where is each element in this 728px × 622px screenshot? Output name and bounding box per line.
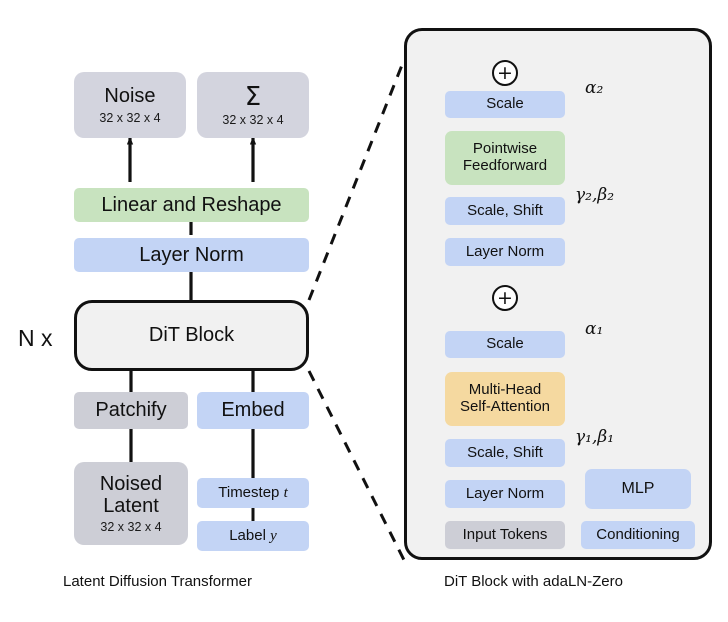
noised-latent-box: Noised Latent 32 x 32 x 4 — [74, 462, 188, 545]
plus-icon-top: + — [497, 61, 513, 84]
layer-norm-box-left: Layer Norm — [74, 238, 309, 272]
noise-shape: 32 x 32 x 4 — [99, 110, 161, 125]
linear-and-reshape-label: Linear and Reshape — [101, 193, 282, 216]
patchify-label: Patchify — [95, 399, 167, 422]
layer-norm-label-left: Layer Norm — [139, 243, 244, 266]
mhsa-line2: Self-Attention — [459, 398, 551, 415]
scale-box-bottom: Scale — [445, 331, 565, 358]
timestep-variable: t — [283, 484, 288, 501]
scale-shift-label-top: Scale, Shift — [467, 201, 543, 219]
repeat-count-label: N x — [18, 325, 53, 351]
scale-shift-box-bottom: Scale, Shift — [445, 439, 565, 467]
mlp-box: MLP — [585, 469, 691, 509]
layer-norm-label-bottom: Layer Norm — [465, 484, 545, 502]
residual-add-top: + — [492, 60, 518, 86]
sigma-shape: 32 x 32 x 4 — [222, 112, 284, 127]
layer-norm-box-top: Layer Norm — [445, 238, 565, 266]
scale-shift-label-bottom: Scale, Shift — [467, 443, 543, 461]
input-tokens-label: Input Tokens — [462, 525, 548, 543]
timestep-label-row: Timestep t — [218, 483, 288, 502]
left-caption: Latent Diffusion Transformer — [63, 573, 252, 590]
right-caption: DiT Block with adaLN-Zero — [444, 573, 623, 590]
conditioning-label: Conditioning — [596, 525, 680, 543]
alpha1-annotation: α₁ — [585, 319, 604, 339]
multi-head-self-attention-box: Multi-Head Self-Attention — [445, 372, 565, 426]
noised-latent-label-line2: Latent — [103, 495, 159, 517]
linear-and-reshape-box: Linear and Reshape — [74, 188, 309, 222]
noised-latent-label-line1: Noised — [99, 472, 163, 495]
noised-latent-shape: 32 x 32 x 4 — [100, 520, 162, 535]
dit-block-label: DiT Block — [148, 324, 235, 347]
gamma1-beta1-annotation: γ₁,β₁ — [575, 427, 615, 447]
sigma-box: Σ 32 x 32 x 4 — [197, 72, 309, 138]
scale-box-top: Scale — [445, 91, 565, 118]
timestep-box: Timestep t — [197, 478, 309, 508]
dit-block-box: DiT Block — [74, 300, 309, 371]
layer-norm-box-bottom: Layer Norm — [445, 480, 565, 508]
pointwise-feedforward-line2: Feedforward — [462, 157, 548, 174]
label-y-row: Label y — [229, 526, 277, 545]
layer-norm-label-top: Layer Norm — [465, 242, 545, 260]
label-y-variable: y — [270, 527, 277, 544]
label-y-label: Label — [229, 526, 266, 544]
label-y-box: Label y — [197, 521, 309, 551]
noise-label: Noise — [104, 85, 156, 108]
embed-label: Embed — [221, 399, 285, 422]
plus-icon-bottom: + — [497, 286, 513, 309]
input-tokens-box: Input Tokens — [445, 521, 565, 549]
pointwise-feedforward-box: Pointwise Feedforward — [445, 131, 565, 185]
embed-box: Embed — [197, 392, 309, 429]
scale-label-top: Scale — [486, 95, 524, 113]
residual-add-bottom: + — [492, 285, 518, 311]
noise-box: Noise 32 x 32 x 4 — [74, 72, 186, 138]
gamma2-beta2-annotation: γ₂,β₂ — [575, 185, 615, 205]
patchify-box: Patchify — [74, 392, 188, 429]
sigma-label: Σ — [244, 81, 262, 112]
scale-label-bottom: Scale — [486, 335, 524, 353]
mhsa-line1: Multi-Head — [468, 381, 542, 399]
conditioning-box: Conditioning — [581, 521, 695, 549]
mlp-label: MLP — [621, 480, 655, 498]
timestep-label: Timestep — [218, 483, 280, 501]
pointwise-feedforward-line1: Pointwise — [472, 140, 538, 158]
alpha2-annotation: α₂ — [585, 78, 604, 98]
scale-shift-box-top: Scale, Shift — [445, 197, 565, 225]
